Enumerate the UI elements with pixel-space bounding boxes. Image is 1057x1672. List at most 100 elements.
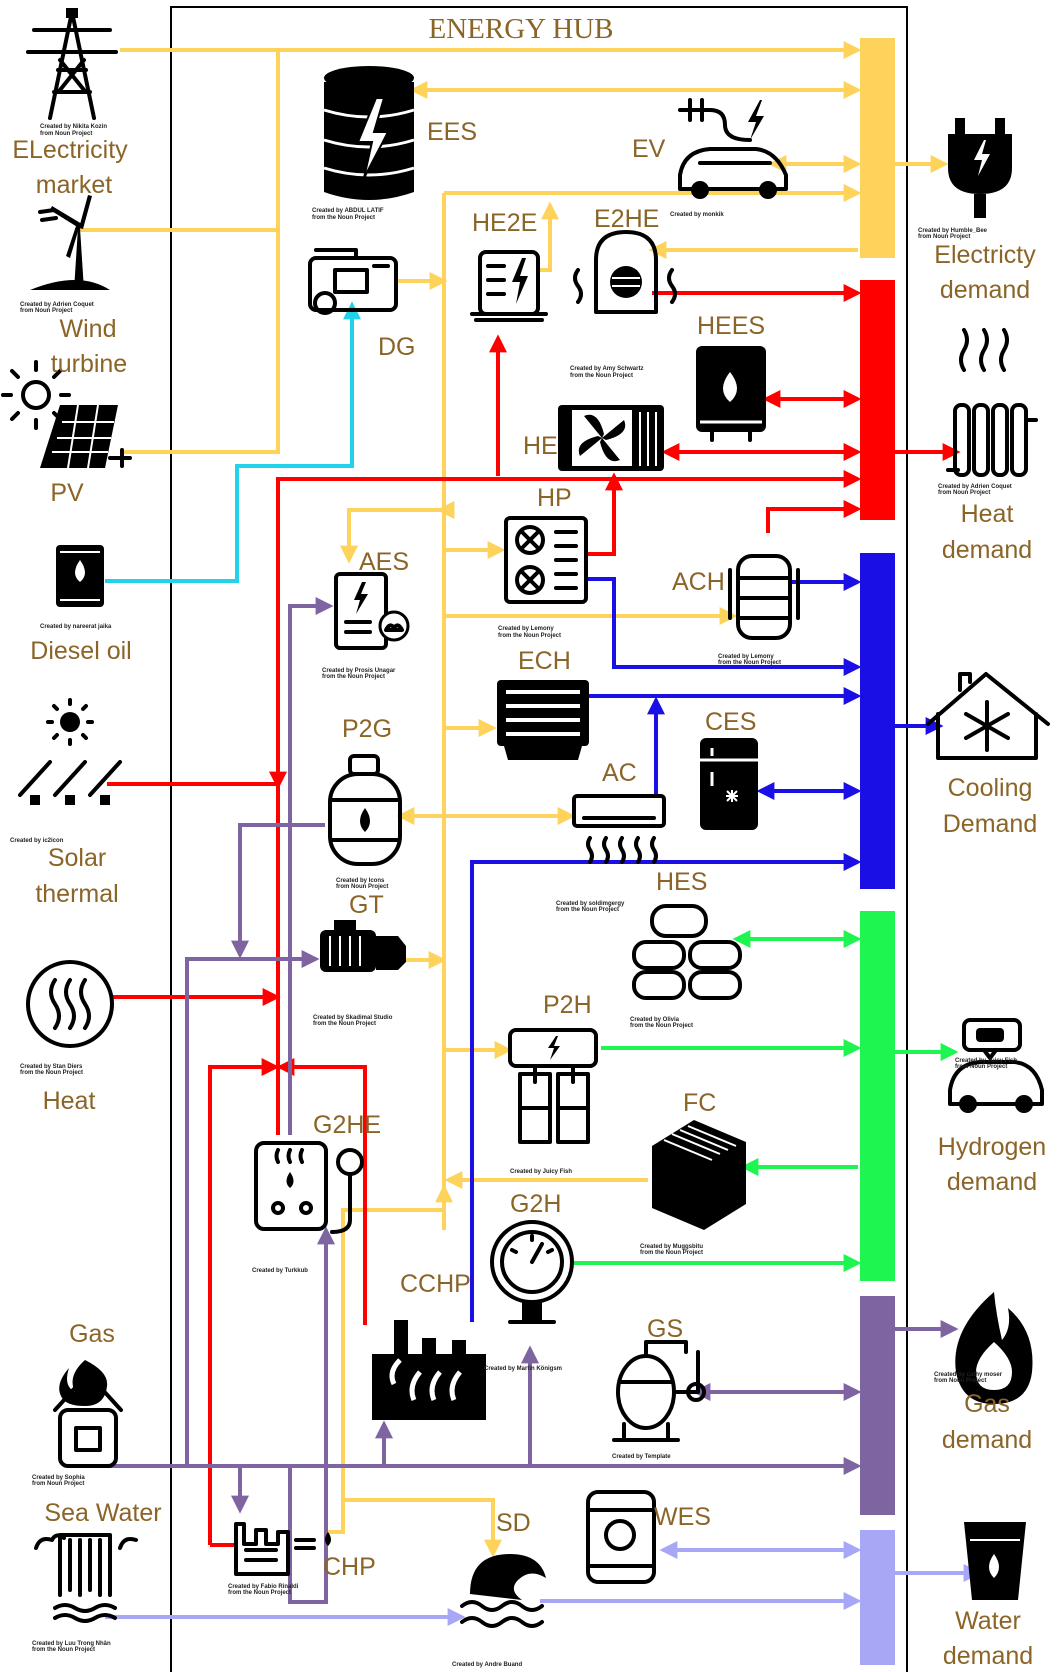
credit-p2h-olivia-1: Created by Olivia [630,1017,680,1023]
credit-gas-in-2: from Noun Project [32,1481,84,1487]
gs-label: GS [647,1315,683,1343]
credit-wind-1: Created by Adrien Coquet [20,302,94,308]
hydrogen-car-icon [948,1018,1044,1113]
credit-gas-in-1: Created by Sophia [32,1475,85,1481]
credit-hydrogen-demand-2: from Noun Project [955,1064,1007,1070]
solar-label-2: thermal [35,880,118,908]
credit-e2he-1: Created by Amy Schwartz [570,366,643,372]
electricity-bus [860,38,895,258]
gas-water-heater-icon [254,1141,364,1234]
hydrogen-bus [860,911,895,1281]
credit-p2h-olivia-2: from the Noun Project [630,1023,693,1029]
credit-sea-1: Created by Luu Trong Nhân [32,1641,111,1647]
ev-label: EV [632,135,666,163]
fuel-cell-icon [652,1120,746,1230]
credit-fc-2: from the Noun Project [640,1250,703,1256]
hydrogen-demand-label-1: Hydrogen [938,1133,1046,1161]
elec-demand-label-2: demand [940,276,1030,304]
credit-ev: Created by monkik [670,212,724,218]
he2e-label: HE2E [472,209,537,237]
diesel-barrel-icon [56,545,104,607]
he-label: HE [523,432,558,460]
wind-turbine-icon [30,195,110,290]
wes-label: WES [654,1503,711,1531]
credit-p2h: Created by Juicy Fish [510,1169,572,1175]
credit-fc-1: Created by Muggsbitu [640,1244,703,1250]
hp-label: HP [537,484,572,512]
bus-bars [860,38,895,1665]
credit-elec-demand-2: from Noun Project [918,234,970,240]
air-conditioner-icon [572,794,666,864]
hub-boundary [170,6,908,1672]
pv-label: PV [50,479,84,507]
gas-label: Gas [69,1320,115,1348]
chp-plant-icon [234,1522,331,1576]
electricity-flows [75,41,949,1558]
hub-title: ENERGY HUB [428,13,613,45]
credit-ach-2: from the Noun Project [718,660,781,666]
credit-hydrogen-demand-1: Created by Juicy Fish [955,1058,1017,1064]
credit-ees-2: from the Noun Project [312,215,375,221]
electric-chiller-icon [497,680,589,760]
credit-gs: Created by Template [612,1454,671,1460]
ac-label: AC [602,759,637,787]
water-glass-icon [964,1522,1026,1600]
credit-p2g-1: Created by Icons [336,878,385,884]
heat-demand-label-1: Heat [961,500,1014,528]
gas-cylinder-icon [328,754,402,866]
demand-labels: Electricty demand Heat demand Cooling De… [934,241,1046,1670]
cold-storage-fridge-icon [700,738,758,830]
water-demand-label-2: demand [943,1642,1033,1670]
credit-heat-demand-2: from Noun Project [938,490,990,496]
heat-source-icon [26,960,114,1048]
pv-panel-icon [1,360,132,469]
hydrogen-storage-icon [632,904,742,1000]
electrolyzer-icon [508,1028,598,1144]
credit-hes-1: Created by soldimgergy [556,901,625,907]
ees-label: EES [427,118,477,146]
credit-hp-2: from the Noun Project [498,633,561,639]
desalination-wave-icon [460,1554,546,1628]
device-labels: EES EV HE2E E2HE DG HEES HE HP AES ACH E… [313,118,765,1581]
water-flows [105,1541,982,1626]
elec-market-label-2: market [36,171,112,199]
credit-gt-1: Created by Skadimal Studio [313,1015,393,1021]
credit-elec-market-2: from Noun Project [40,131,92,137]
wind-label-1: Wind [60,315,117,343]
credit-gas-demand-2: from Noun Project [934,1378,986,1384]
gas-turbine-icon [320,920,406,972]
credit-elec-market-1: Created by Nikita Kozin [40,124,107,130]
absorption-chiller-icon [728,554,800,640]
credit-gt-2: from the Noun Project [313,1021,376,1027]
ech-label: ECH [518,647,571,675]
gas-burner-icon [53,1360,123,1468]
g2he-label: G2HE [313,1111,381,1139]
gt-label: GT [349,891,384,919]
electric-heater-icon [573,230,677,314]
credit-elec-demand-1: Created by Humble_Bee [918,228,988,234]
credit-heat-in-1: Created by Stan Diers [20,1064,83,1070]
credit-ees-1: Created by ABDUL LATIF [312,208,384,214]
pressure-gauge-icon [490,1220,574,1324]
p2h-label: P2H [543,991,592,1019]
heat-flows [107,284,961,1547]
cchp-label: CCHP [400,1270,471,1298]
chp-label: CHP [323,1553,376,1581]
credit-aes-1: Created by Prosis Unagar [322,668,396,674]
p2g-label: P2G [342,715,392,743]
input-labels: ELectricity market Wind turbine PV Diese… [12,136,161,1527]
diesel-label: Diesel oil [30,637,131,665]
fc-label: FC [683,1089,716,1117]
electric-plug-icon [948,118,1012,218]
gas-bus [860,1296,895,1515]
diesel-flow [105,301,361,583]
ces-label: CES [705,708,756,736]
heat-demand-label-2: demand [942,536,1032,564]
snowflake-house-icon [926,672,1050,760]
water-bus [860,1530,895,1665]
solar-thermal-icon [18,698,122,805]
aes-label: AES [359,548,409,576]
credit-sea-2: from the Noun Project [32,1647,95,1653]
